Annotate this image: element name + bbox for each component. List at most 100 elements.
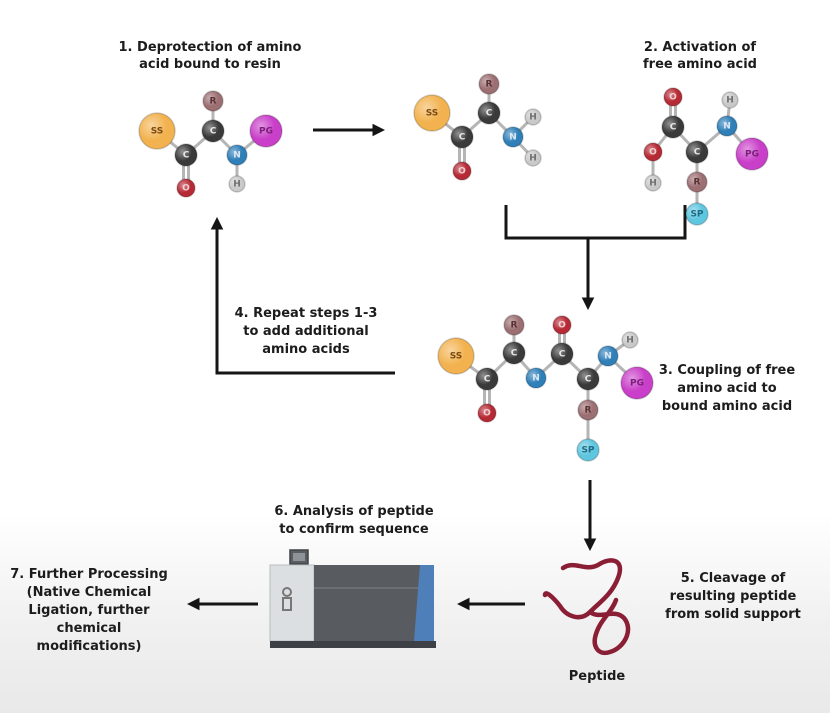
atom-highlight (621, 367, 653, 399)
atom-r: R (686, 171, 708, 193)
atom-h: H (621, 331, 639, 349)
atom-ss-label: SS (426, 109, 439, 119)
atom-highlight (553, 316, 571, 334)
atom-r: R (577, 399, 599, 421)
atom-highlight (736, 138, 768, 170)
instrument-accent (414, 565, 434, 641)
atom-c-label: C (459, 133, 466, 143)
step2-line1: 2. Activation of (644, 40, 757, 55)
atom-highlight (687, 172, 707, 192)
atom-r-label: R (486, 80, 493, 90)
atom-o: O (643, 142, 663, 162)
atom-pg-label: PG (745, 150, 759, 160)
atom-highlight (722, 92, 738, 108)
atom-highlight (177, 179, 195, 197)
atom-highlight (686, 203, 708, 225)
atom-n-label: N (509, 133, 517, 143)
atom-highlight (551, 343, 573, 365)
atom-highlight (662, 116, 684, 138)
step3-label: 3. Coupling of free amino acid to bound … (659, 363, 796, 414)
instrument-monitor-screen (293, 553, 305, 561)
atom-o-label: O (458, 167, 466, 177)
atom-h: H (644, 174, 662, 192)
atom-n-label: N (233, 151, 241, 161)
peptide-label: Peptide (569, 669, 626, 684)
step7-line1: 7. Further Processing (10, 567, 168, 582)
atom-o: O (477, 403, 497, 423)
step6-line1: 6. Analysis of peptide (274, 504, 434, 519)
step4-line3: amino acids (262, 342, 350, 357)
atom-c-label: C (210, 127, 217, 137)
atom-h-label: H (233, 180, 241, 190)
atom-highlight (414, 95, 450, 131)
step2-line2: free amino acid (643, 57, 757, 72)
atom-c: C (550, 342, 574, 366)
atom-highlight (503, 127, 523, 147)
atom-n-label: N (604, 352, 612, 362)
atom-highlight (476, 368, 498, 390)
atom-highlight (525, 109, 541, 125)
step7-label: 7. Further Processing (Native Chemical L… (10, 567, 168, 654)
atom-c: C (201, 119, 225, 143)
atom-r: R (503, 314, 525, 336)
atom-ss: SS (413, 94, 451, 132)
atom-c: C (477, 101, 501, 125)
instrument-fitting-2 (282, 597, 292, 611)
atom-h: H (524, 149, 542, 167)
atom-highlight (203, 91, 223, 111)
atom-n: N (597, 345, 619, 367)
atom-c: C (174, 143, 198, 167)
atom-highlight (139, 113, 175, 149)
atom-c: C (475, 367, 499, 391)
atom-highlight (645, 175, 661, 191)
atom-c-label: C (670, 123, 677, 133)
step2-label: 2. Activation of free amino acid (643, 40, 757, 72)
atom-h-label: H (649, 179, 657, 189)
atom-n: N (502, 126, 524, 148)
atom-highlight (577, 368, 599, 390)
atom-highlight (578, 400, 598, 420)
step3-line1: 3. Coupling of free (659, 363, 796, 378)
atom-c: C (502, 341, 526, 365)
step7-line4: chemical (57, 621, 122, 636)
atom-r-label: R (694, 178, 701, 188)
step4-line2: to add additional (243, 324, 369, 339)
atom-highlight (504, 315, 524, 335)
step1-line2: acid bound to resin (139, 57, 281, 72)
atom-o: O (552, 315, 572, 335)
step7-line3: Ligation, further (28, 603, 150, 618)
step5-line3: from solid support (665, 607, 801, 622)
atom-r: R (478, 73, 500, 95)
step7-line5: modifications) (37, 639, 142, 654)
atom-highlight (577, 439, 599, 461)
atom-highlight (644, 143, 662, 161)
atom-h: H (524, 108, 542, 126)
atom-highlight (622, 332, 638, 348)
flow-arrows (186, 123, 687, 611)
step5-label: 5. Cleavage of resulting peptide from so… (665, 571, 801, 622)
atom-highlight (664, 88, 682, 106)
atom-r: R (202, 90, 224, 112)
atom-c-label: C (694, 148, 701, 158)
atom-n: N (716, 115, 738, 137)
atom-o-label: O (669, 93, 677, 103)
atom-highlight (229, 176, 245, 192)
atom-pg: PG (620, 366, 654, 400)
bracket-connector (504, 205, 687, 240)
atom-ss-label: SS (151, 127, 164, 137)
step6-line2: to confirm sequence (279, 522, 429, 537)
atom-c-label: C (183, 151, 190, 161)
arrow-repeat-loop (210, 216, 395, 375)
atom-highlight (717, 116, 737, 136)
atom-sp-label: SP (690, 210, 703, 220)
atom-highlight (453, 162, 471, 180)
step6-label: 6. Analysis of peptide to confirm sequen… (274, 504, 434, 537)
atom-h-label: H (529, 154, 537, 164)
instrument-base (270, 641, 436, 648)
step4-label: 4. Repeat steps 1-3 to add additional am… (235, 306, 378, 357)
atom-c: C (450, 125, 474, 149)
atom-h: H (228, 175, 246, 193)
